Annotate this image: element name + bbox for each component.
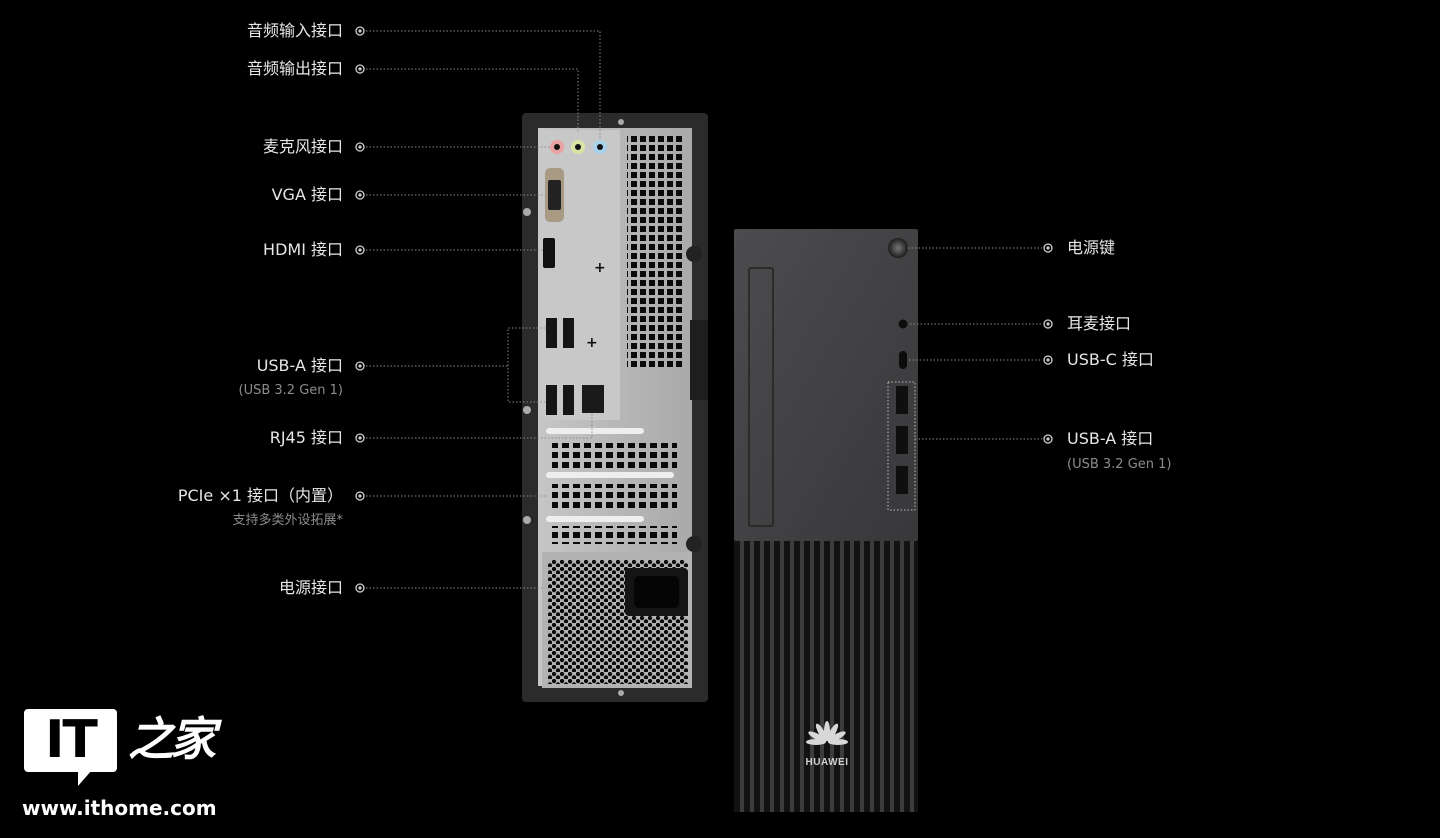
ithome-logo-chinese: 之家 <box>128 712 216 766</box>
ithome-logo-tail <box>78 770 92 786</box>
front-usb-ports <box>896 386 908 494</box>
rj45-port <box>582 385 604 413</box>
huawei-logo <box>806 721 848 745</box>
ithome-logo-it: IT <box>45 710 98 770</box>
svg-text:+: + <box>586 335 598 351</box>
usb-c-port <box>899 351 907 369</box>
label-audio-out: 音频输出接口 <box>246 59 343 78</box>
callout-lines <box>366 30 1042 589</box>
label-rear-usb-a: USB-A 接口 <box>256 356 343 375</box>
label-mic: 麦克风接口 <box>262 137 343 156</box>
label-vga: VGA 接口 <box>271 185 343 204</box>
hdmi-port <box>543 238 555 268</box>
huawei-brand-text: HUAWEI <box>805 757 849 768</box>
ithome-logo: IT <box>24 709 117 772</box>
svg-text:+: + <box>594 260 606 276</box>
label-hdmi: HDMI 接口 <box>263 240 343 259</box>
pcie-slots <box>546 428 677 544</box>
label-power-button: 电源键 <box>1067 238 1116 257</box>
front-view-tower <box>734 229 918 812</box>
sublabel-front-usb-a: (USB 3.2 Gen 1) <box>1067 457 1172 472</box>
power-button <box>888 238 908 258</box>
label-pcie: PCIe ×1 接口（内置） <box>177 486 343 505</box>
audio-jacks <box>550 140 607 154</box>
rear-usb-ports <box>546 318 574 415</box>
label-audio-in: 音频输入接口 <box>246 21 343 40</box>
label-headset: 耳麦接口 <box>1067 314 1132 333</box>
rear-view-tower: + + <box>522 113 708 702</box>
ithome-url: www.ithome.com <box>22 796 217 820</box>
sublabel-rear-usb-a: (USB 3.2 Gen 1) <box>238 383 343 398</box>
label-power-socket: 电源接口 <box>278 578 343 597</box>
headset-jack <box>898 319 908 329</box>
sublabel-pcie: 支持多类外设拓展* <box>232 513 343 528</box>
callout-dots <box>355 26 1053 593</box>
label-rj45: RJ45 接口 <box>269 428 343 447</box>
optical-drive-slot <box>748 267 774 527</box>
label-front-usb-a: USB-A 接口 <box>1067 429 1154 448</box>
label-usb-c: USB-C 接口 <box>1067 350 1154 369</box>
